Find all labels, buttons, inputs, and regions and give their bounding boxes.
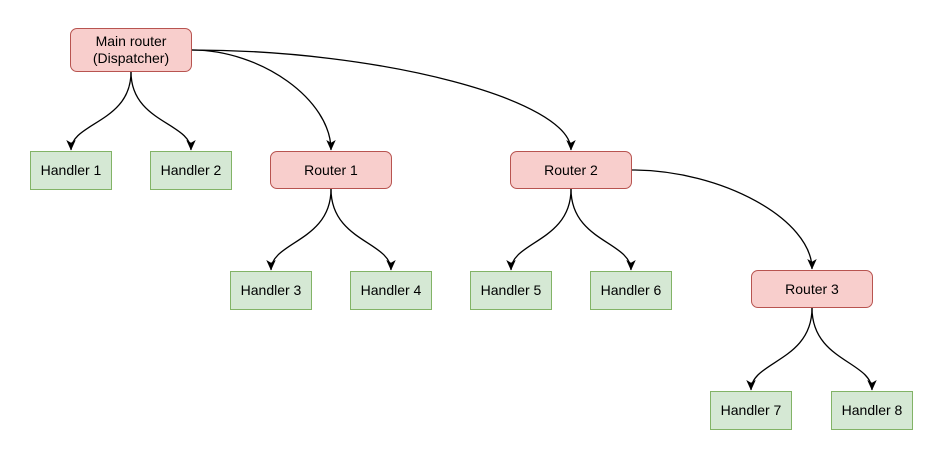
node-main-router[interactable]: Main router (Dispatcher) xyxy=(70,28,192,72)
node-label-handler-5: Handler 5 xyxy=(480,282,542,298)
node-label-router-2: Router 2 xyxy=(544,161,598,178)
node-handler-1[interactable]: Handler 1 xyxy=(30,151,112,190)
edge-router-3-to-handler-8 xyxy=(811,307,877,391)
node-label-handler-6: Handler 6 xyxy=(600,282,662,298)
node-label-router-1: Router 1 xyxy=(304,161,358,178)
node-label-router-3: Router 3 xyxy=(785,280,839,297)
node-router-3[interactable]: Router 3 xyxy=(751,270,873,308)
node-handler-3[interactable]: Handler 3 xyxy=(230,271,312,310)
edge-main-router-to-handler-1 xyxy=(66,71,132,151)
edge-main-router-to-handler-2 xyxy=(130,71,196,151)
node-handler-5[interactable]: Handler 5 xyxy=(470,271,552,310)
node-handler-7[interactable]: Handler 7 xyxy=(710,391,792,430)
node-label-main-router: Main router (Dispatcher) xyxy=(92,33,170,66)
node-router-2[interactable]: Router 2 xyxy=(510,151,632,189)
node-label-handler-4: Handler 4 xyxy=(360,282,422,298)
edge-router-2-to-router-3 xyxy=(631,169,817,270)
edge-main-router-to-router-2 xyxy=(191,49,576,151)
node-label-handler-3: Handler 3 xyxy=(240,282,302,298)
node-label-handler-1: Handler 1 xyxy=(40,162,102,178)
node-label-handler-7: Handler 7 xyxy=(720,402,782,418)
edge-main-router-to-router-1 xyxy=(191,49,336,151)
edge-router-2-to-handler-6 xyxy=(570,188,636,271)
edge-router-1-to-handler-3 xyxy=(266,188,332,271)
node-label-handler-8: Handler 8 xyxy=(841,402,903,418)
node-handler-4[interactable]: Handler 4 xyxy=(350,271,432,310)
edge-router-1-to-handler-4 xyxy=(330,188,396,271)
node-handler-8[interactable]: Handler 8 xyxy=(831,391,913,430)
node-label-handler-2: Handler 2 xyxy=(160,162,222,178)
node-handler-2[interactable]: Handler 2 xyxy=(150,151,232,190)
node-router-1[interactable]: Router 1 xyxy=(270,151,392,189)
edge-router-3-to-handler-7 xyxy=(746,307,813,391)
edge-router-2-to-handler-5 xyxy=(506,188,572,271)
node-handler-6[interactable]: Handler 6 xyxy=(590,271,672,310)
